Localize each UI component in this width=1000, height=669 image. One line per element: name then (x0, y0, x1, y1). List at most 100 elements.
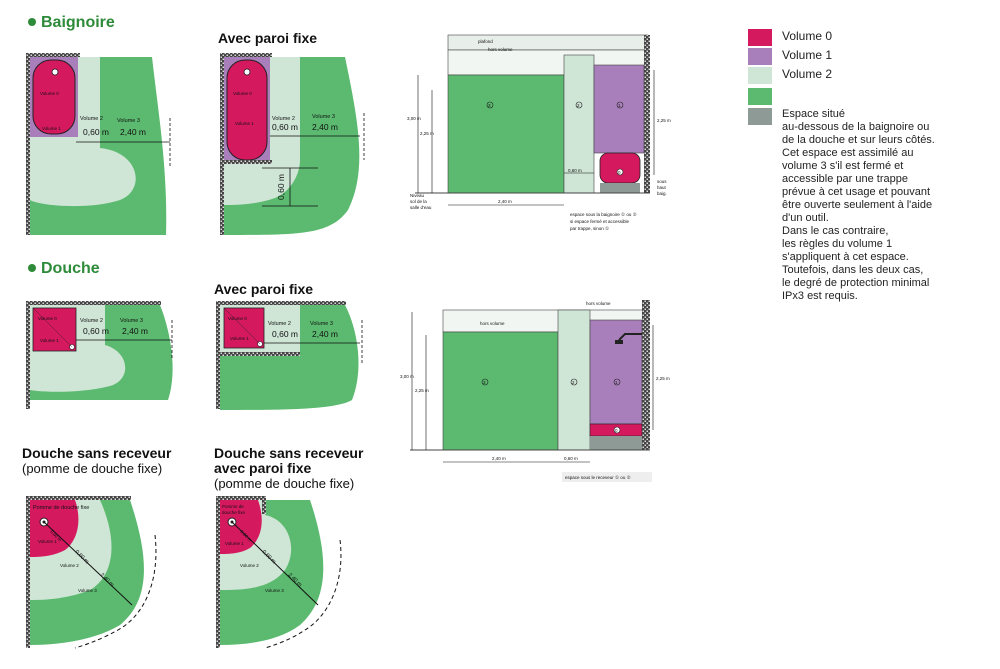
label-volume0: Volume 0 (40, 91, 59, 96)
diagonal (223, 307, 261, 345)
under-bath-space (600, 183, 640, 193)
legend-label-volume0: Volume 0 (782, 29, 832, 43)
volume3-zone (442, 331, 559, 451)
radius-line (231, 521, 319, 606)
volume-marker-1 (613, 378, 621, 386)
label-volume0: Volume 0 (228, 316, 247, 321)
label-h225-right: 2,25 m (657, 118, 671, 123)
desc-line: accessible par une trappe (782, 173, 908, 185)
label-w060: 0,60 m (568, 168, 582, 173)
note-bath-2: si espace fermé et accessible (570, 219, 630, 224)
label-volume2: Volume 2 (60, 563, 79, 568)
section-title-text: Douche (41, 260, 100, 277)
dim-240: 2,40 m (312, 329, 338, 339)
wall-top (216, 301, 346, 305)
desc-line: d'un outil. (782, 212, 829, 224)
wall-left (26, 53, 30, 235)
label-volume1: Volume 1 (225, 541, 244, 546)
legend-swatch-volume3 (748, 88, 772, 105)
num-3: 3 (483, 380, 486, 385)
label-w060: 0,60 m (564, 456, 578, 461)
wall-left (216, 496, 220, 648)
label-pomme-1: Pomme de (222, 504, 244, 509)
label-h225-right: 2,25 m (656, 376, 670, 381)
wall-right (644, 35, 650, 193)
num-2: 2 (572, 380, 575, 385)
volume-marker-2 (570, 378, 578, 386)
label-h300: 3,00 m (407, 116, 421, 121)
volume0-bathtub (599, 152, 641, 184)
section-title-baignoire: Baignoire (28, 14, 115, 31)
drain-icon (51, 68, 59, 76)
desc-line: Espace situé (782, 108, 845, 120)
dim-060: 0,60 m (272, 122, 298, 132)
desc-line: le degré de protection minimal (782, 277, 929, 289)
num-3: 3 (488, 103, 491, 108)
label-volume1: Volume 1 (235, 121, 254, 126)
num-1: 1 (615, 380, 618, 385)
label-volume3: Volume 3 (117, 118, 140, 124)
heading-sans-receveur: Douche sans receveur (22, 445, 172, 461)
fixed-panel (220, 352, 300, 356)
section-title-douche: Douche (28, 260, 100, 277)
boundary-arc-dashed (74, 534, 157, 649)
desc-line: Cet espace est assimilé au (782, 147, 913, 159)
label-volume2: Volume 2 (80, 318, 103, 324)
label-volume2: Volume 2 (80, 116, 103, 122)
label-side-b: haut (657, 185, 667, 190)
label-volume0: Volume 0 (233, 91, 252, 96)
bullet-icon (28, 18, 36, 26)
radius-line (43, 521, 133, 606)
label-volume1: Volume 1 (42, 126, 61, 131)
label-pomme: Pomme de douche fixe (33, 505, 89, 511)
volume-marker-3 (486, 101, 494, 109)
plan-douche: Volume 0 Volume 1 Volume 2 Volume 3 0,60… (26, 301, 173, 409)
dim-240: 2,40 m (312, 122, 338, 132)
label-volume1: Volume 1 (40, 338, 59, 343)
boundary-arc-dashed (264, 539, 342, 649)
elevation-baignoire: plafond hors volume 3 2 1 0 3,00 m 2,25 … (407, 34, 671, 231)
dim-060: 0,60 m (272, 329, 298, 339)
shower-head-icon (618, 333, 642, 341)
dim-060: 0,60 m (83, 127, 109, 137)
label-pomme-2: douche fixe (222, 510, 246, 515)
legend-description: Espace situé au-dessous de la baignoire … (782, 108, 938, 302)
elevation-douche: hors volume hors volume 3 2 1 0 3,00 m 2… (400, 300, 670, 482)
plan-sans-receveur-paroi: Pomme de douche fixe Volume 1 Volume 2 V… (216, 496, 342, 649)
volume2-zone-lower (224, 160, 300, 205)
note-shower: espace sous le receveur ① ou ② (565, 475, 632, 480)
wall-top (216, 496, 266, 500)
desc-line: de la douche et sur leurs côtés. (782, 134, 935, 146)
wall-top (26, 301, 161, 305)
desc-line: s'appliquent à cet espace. (782, 251, 909, 263)
num-0: 0 (618, 170, 621, 175)
desc-line: volume 3 s'il est fermé et (782, 160, 903, 172)
legend-swatch-volume0 (748, 29, 772, 46)
label-h225: 2,25 m (420, 131, 434, 136)
volume1-zone (593, 64, 645, 154)
label-sol-b: sol de la (410, 199, 427, 204)
fixed-panel (262, 496, 266, 514)
wall-top (220, 53, 272, 57)
label-hors-volume-right: hors volume (586, 301, 611, 306)
legend: Volume 0 Volume 1 Volume 2 Espace situé … (748, 29, 938, 302)
label-plafond: plafond (478, 39, 493, 44)
label-volume2: Volume 2 (272, 116, 295, 122)
note-bath-1: espace sous la baignoire ① ou ② (570, 212, 638, 217)
desc-line: les règles du volume 1 (782, 238, 892, 250)
label-volume3: Volume 3 (120, 318, 143, 324)
wall-top (26, 496, 131, 500)
label-sol-c: salle d'eau (410, 205, 432, 210)
volume1-zone (589, 319, 643, 425)
label-w240: 2,40 m (492, 456, 506, 461)
label-volume2: Volume 2 (268, 321, 291, 327)
desc-line: Toutefois, dans les deux cas, (782, 264, 923, 276)
volume0-bathtub (32, 59, 76, 135)
label-volume2: Volume 2 (240, 563, 259, 568)
bullet-icon (28, 264, 36, 272)
wall-left (220, 53, 224, 235)
shower-head-nozzle (615, 340, 623, 344)
volume-marker-1 (616, 101, 624, 109)
heading-sans-receveur-paroi-1: Douche sans receveur (214, 445, 364, 461)
desc-line: prévue à cet usage et pouvant (782, 186, 930, 198)
